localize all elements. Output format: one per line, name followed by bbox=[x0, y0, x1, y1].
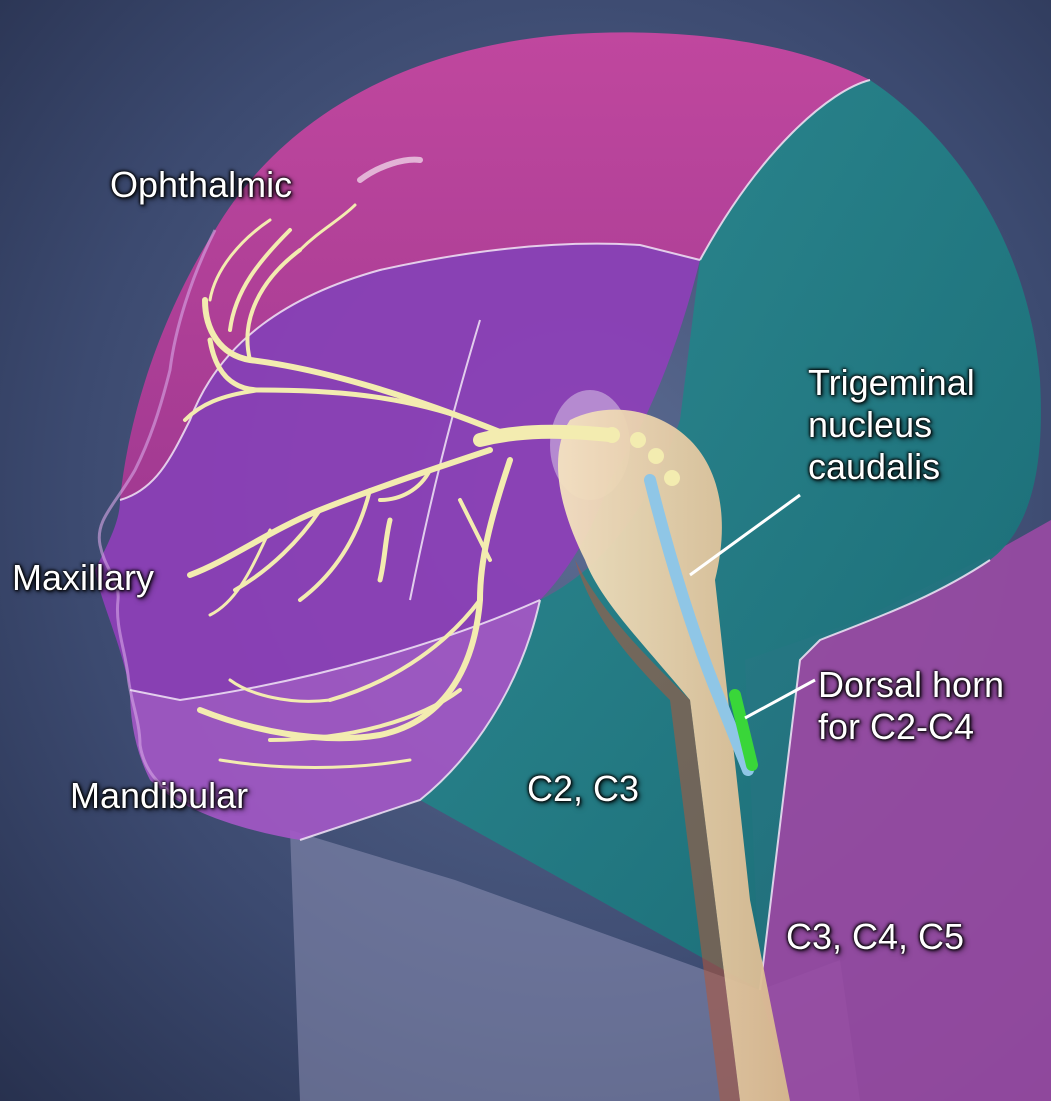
label-dorsal-horn: Dorsal horn for C2-C4 bbox=[818, 664, 1004, 748]
label-dorsal-horn-line-1: Dorsal horn bbox=[818, 664, 1004, 706]
label-dorsal-horn-line-2: for C2-C4 bbox=[818, 706, 1004, 748]
label-mandibular: Mandibular bbox=[70, 775, 248, 817]
label-maxillary: Maxillary bbox=[12, 557, 154, 599]
label-trigeminal-line-2: nucleus bbox=[808, 404, 975, 446]
label-c3-c4-c5: C3, C4, C5 bbox=[786, 916, 964, 958]
label-trigeminal-nucleus-caudalis: Trigeminal nucleus caudalis bbox=[808, 362, 975, 487]
label-trigeminal-line-3: caudalis bbox=[808, 446, 975, 488]
label-c2-c3: C2, C3 bbox=[527, 768, 639, 810]
label-ophthalmic: Ophthalmic bbox=[110, 164, 292, 206]
label-trigeminal-line-1: Trigeminal bbox=[808, 362, 975, 404]
